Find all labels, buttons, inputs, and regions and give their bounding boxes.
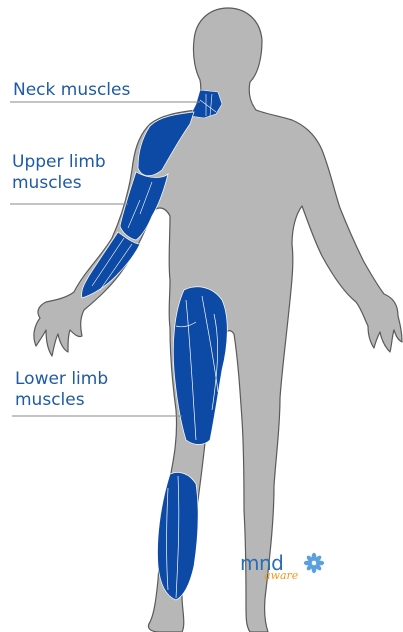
- thigh-muscle: [173, 287, 227, 445]
- upper-label-line1: Upper limb: [12, 152, 106, 173]
- lower-limb-muscles-label: Lower limb muscles: [15, 369, 108, 411]
- calf-muscle: [158, 472, 199, 600]
- lower-label-line2: muscles: [15, 390, 108, 411]
- neck-muscles-label: Neck muscles: [13, 80, 130, 101]
- neck-label-text: Neck muscles: [13, 80, 130, 100]
- upper-label-line2: muscles: [12, 173, 106, 194]
- mnd-aware-logo: mnd aware: [240, 552, 335, 592]
- upper-limb-muscles-label: Upper limb muscles: [12, 152, 106, 194]
- lower-label-line1: Lower limb: [15, 369, 108, 390]
- flower-icon: [303, 552, 325, 574]
- logo-sub-text: aware: [264, 570, 298, 582]
